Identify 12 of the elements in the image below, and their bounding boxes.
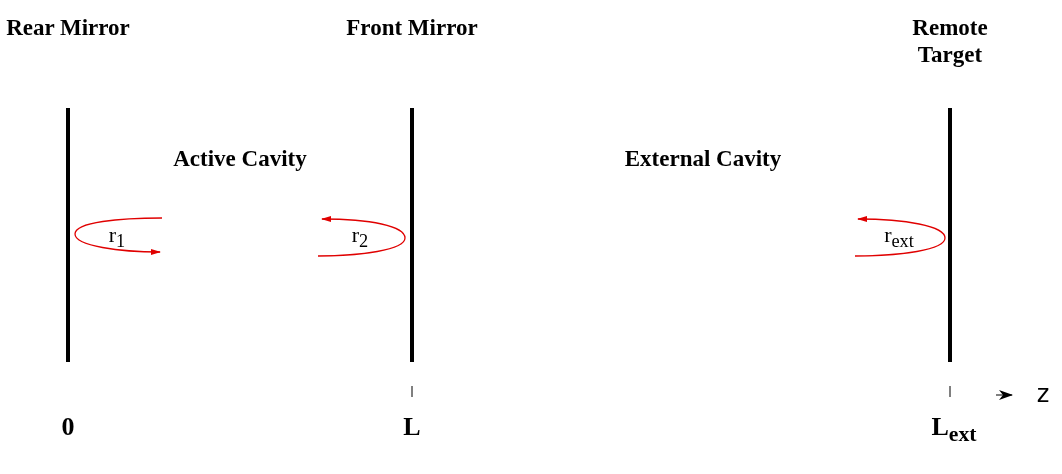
position-label: 0	[61, 412, 75, 442]
reflectivity-label: r$_{2}$	[351, 222, 369, 253]
mirror-label: Front Mirror	[345, 14, 479, 41]
reflectivity-label: r$_{1}$	[108, 222, 126, 253]
position-label: L	[403, 412, 421, 442]
position-label: L$_{ext}$	[931, 412, 977, 448]
cavity-label: External Cavity	[624, 146, 782, 172]
mirror-label: Remote Target	[911, 14, 989, 68]
reflectivity-label: r$_{ext}$	[884, 222, 914, 253]
axis-label: z	[1036, 380, 1050, 408]
cavity-label: Active Cavity	[173, 146, 307, 172]
mirror-label: Rear Mirror	[5, 14, 131, 41]
